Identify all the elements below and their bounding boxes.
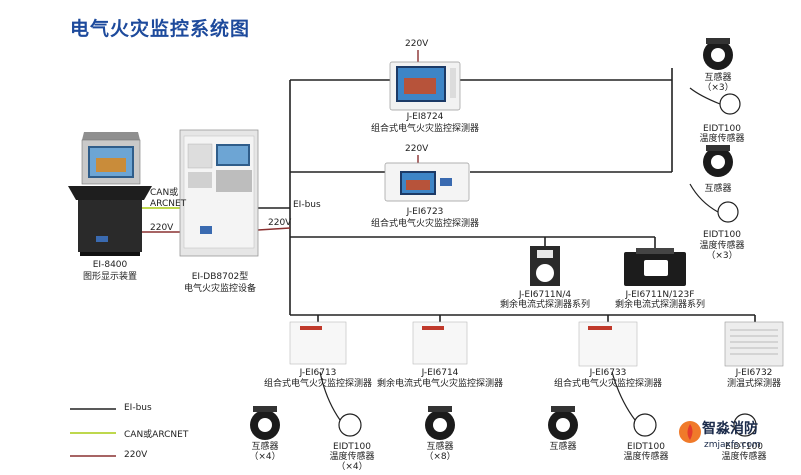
j-ei6714-device <box>412 321 468 365</box>
j-ei6711n-123f-name: 剩余电流式探测器系列 <box>614 300 705 310</box>
j-ei8724-device <box>389 61 461 111</box>
temp-sensor-model: EIDT100 <box>627 442 665 452</box>
flame-logo-icon <box>679 421 701 443</box>
watermark-name: 智淼消防 <box>702 421 758 437</box>
temp-sensor-model: EIDT100 <box>703 230 741 240</box>
j-ei6733-name: 组合式电气火灾监控探测器 <box>553 379 662 389</box>
legend-power: 220V <box>124 450 148 460</box>
j-ei6723-model: J-EI6723 <box>406 207 444 217</box>
temperature-sensor-icon <box>689 87 741 115</box>
j-ei6711n-4-device <box>530 246 560 286</box>
ct-count: （×3） <box>702 83 734 93</box>
ct-label: 互感器 <box>549 442 577 452</box>
j-ei6714-model: J-EI6714 <box>421 368 459 378</box>
temperature-sensor-icon <box>733 413 757 437</box>
ct-label: 互感器 <box>704 184 732 194</box>
ei-db8702-name: 电气火灾监控设备 <box>183 284 256 294</box>
temp-sensor-name: 温度传感器 <box>721 452 767 462</box>
temp-sensor-model: EIDT100 <box>703 124 741 134</box>
power-lines <box>138 50 419 233</box>
ct-count: （×4） <box>249 452 281 462</box>
ct-count: （×8） <box>424 452 456 462</box>
current-transformer-icon <box>548 406 578 440</box>
ct-label: 互感器 <box>704 73 732 83</box>
current-transformer-icon <box>703 38 733 70</box>
temp-sensor-count: （×4） <box>336 462 368 472</box>
ei-8400-name: 图形显示装置 <box>82 272 137 282</box>
current-transformer-icon <box>703 145 733 177</box>
temp-sensor-model: EIDT100 <box>725 442 763 452</box>
ei-db8702-cabinet <box>179 129 259 257</box>
temperature-sensor-icon <box>611 371 657 437</box>
j-ei6732-device <box>724 321 784 367</box>
j-ei6733-model: J-EI6733 <box>589 368 627 378</box>
j-ei6711n-123f-device <box>624 248 686 286</box>
j-ei6732-name: 测温式探测器 <box>726 379 781 389</box>
legend-eibus: EI-bus <box>124 403 152 413</box>
ei-8400-model: EI-8400 <box>92 260 128 270</box>
temp-sensor-name: 温度传感器 <box>699 134 745 144</box>
ct-label: 互感器 <box>426 442 454 452</box>
ei-db8702-model: EI-DB8702型 <box>191 272 249 282</box>
temp-sensor-name: 温度传感器 <box>623 452 669 462</box>
power-label: 220V <box>405 39 429 49</box>
power-label: 220V <box>268 218 292 228</box>
j-ei6723-name: 组合式电气火灾监控探测器 <box>370 219 479 229</box>
j-ei6714-name: 剩余电流式电气火灾监控探测器 <box>376 379 503 389</box>
power-label: 220V <box>150 223 174 233</box>
temperature-sensor-icon <box>319 371 362 437</box>
power-label: 220V <box>405 144 429 154</box>
legend-can: CAN或ARCNET <box>124 430 189 440</box>
j-ei6713-device <box>289 321 347 365</box>
j-ei8724-name: 组合式电气火灾监控探测器 <box>370 124 479 134</box>
temp-sensor-count: （×3） <box>706 251 738 261</box>
ei-bus-lines <box>258 68 756 322</box>
current-transformer-icon <box>425 406 455 440</box>
ei-8400-console <box>68 132 152 256</box>
temp-sensor-model: EIDT100 <box>333 442 371 452</box>
j-ei6723-device <box>384 162 470 202</box>
watermark-url: zmjaxfs.com <box>704 440 761 450</box>
page-title: 电气火灾监控系统图 <box>70 18 251 40</box>
j-ei6732-model: J-EI6732 <box>735 368 773 378</box>
j-ei6713-name: 组合式电气火灾监控探测器 <box>263 379 372 389</box>
j-ei6711n-4-model: J-EI6711N/4 <box>518 290 572 300</box>
j-ei6713-model: J-EI6713 <box>299 368 337 378</box>
temperature-sensor-icon <box>689 183 739 223</box>
watermark: 智淼消防 zmjaxfs.com <box>678 418 798 462</box>
current-transformer-icon <box>250 406 280 440</box>
bus-label: EI-bus <box>293 200 321 210</box>
j-ei6711n-4-name: 剩余电流式探测器系列 <box>499 300 590 310</box>
temp-sensor-name: 温度传感器 <box>329 452 375 462</box>
ct-label: 互感器 <box>251 442 279 452</box>
temp-sensor-name: 温度传感器 <box>699 241 745 251</box>
j-ei8724-model: J-EI8724 <box>406 112 444 122</box>
j-ei6733-device <box>578 321 638 367</box>
j-ei6711n-123f-model: J-EI6711N/123F <box>625 290 695 300</box>
can-label: CAN或 ARCNET <box>150 188 187 209</box>
